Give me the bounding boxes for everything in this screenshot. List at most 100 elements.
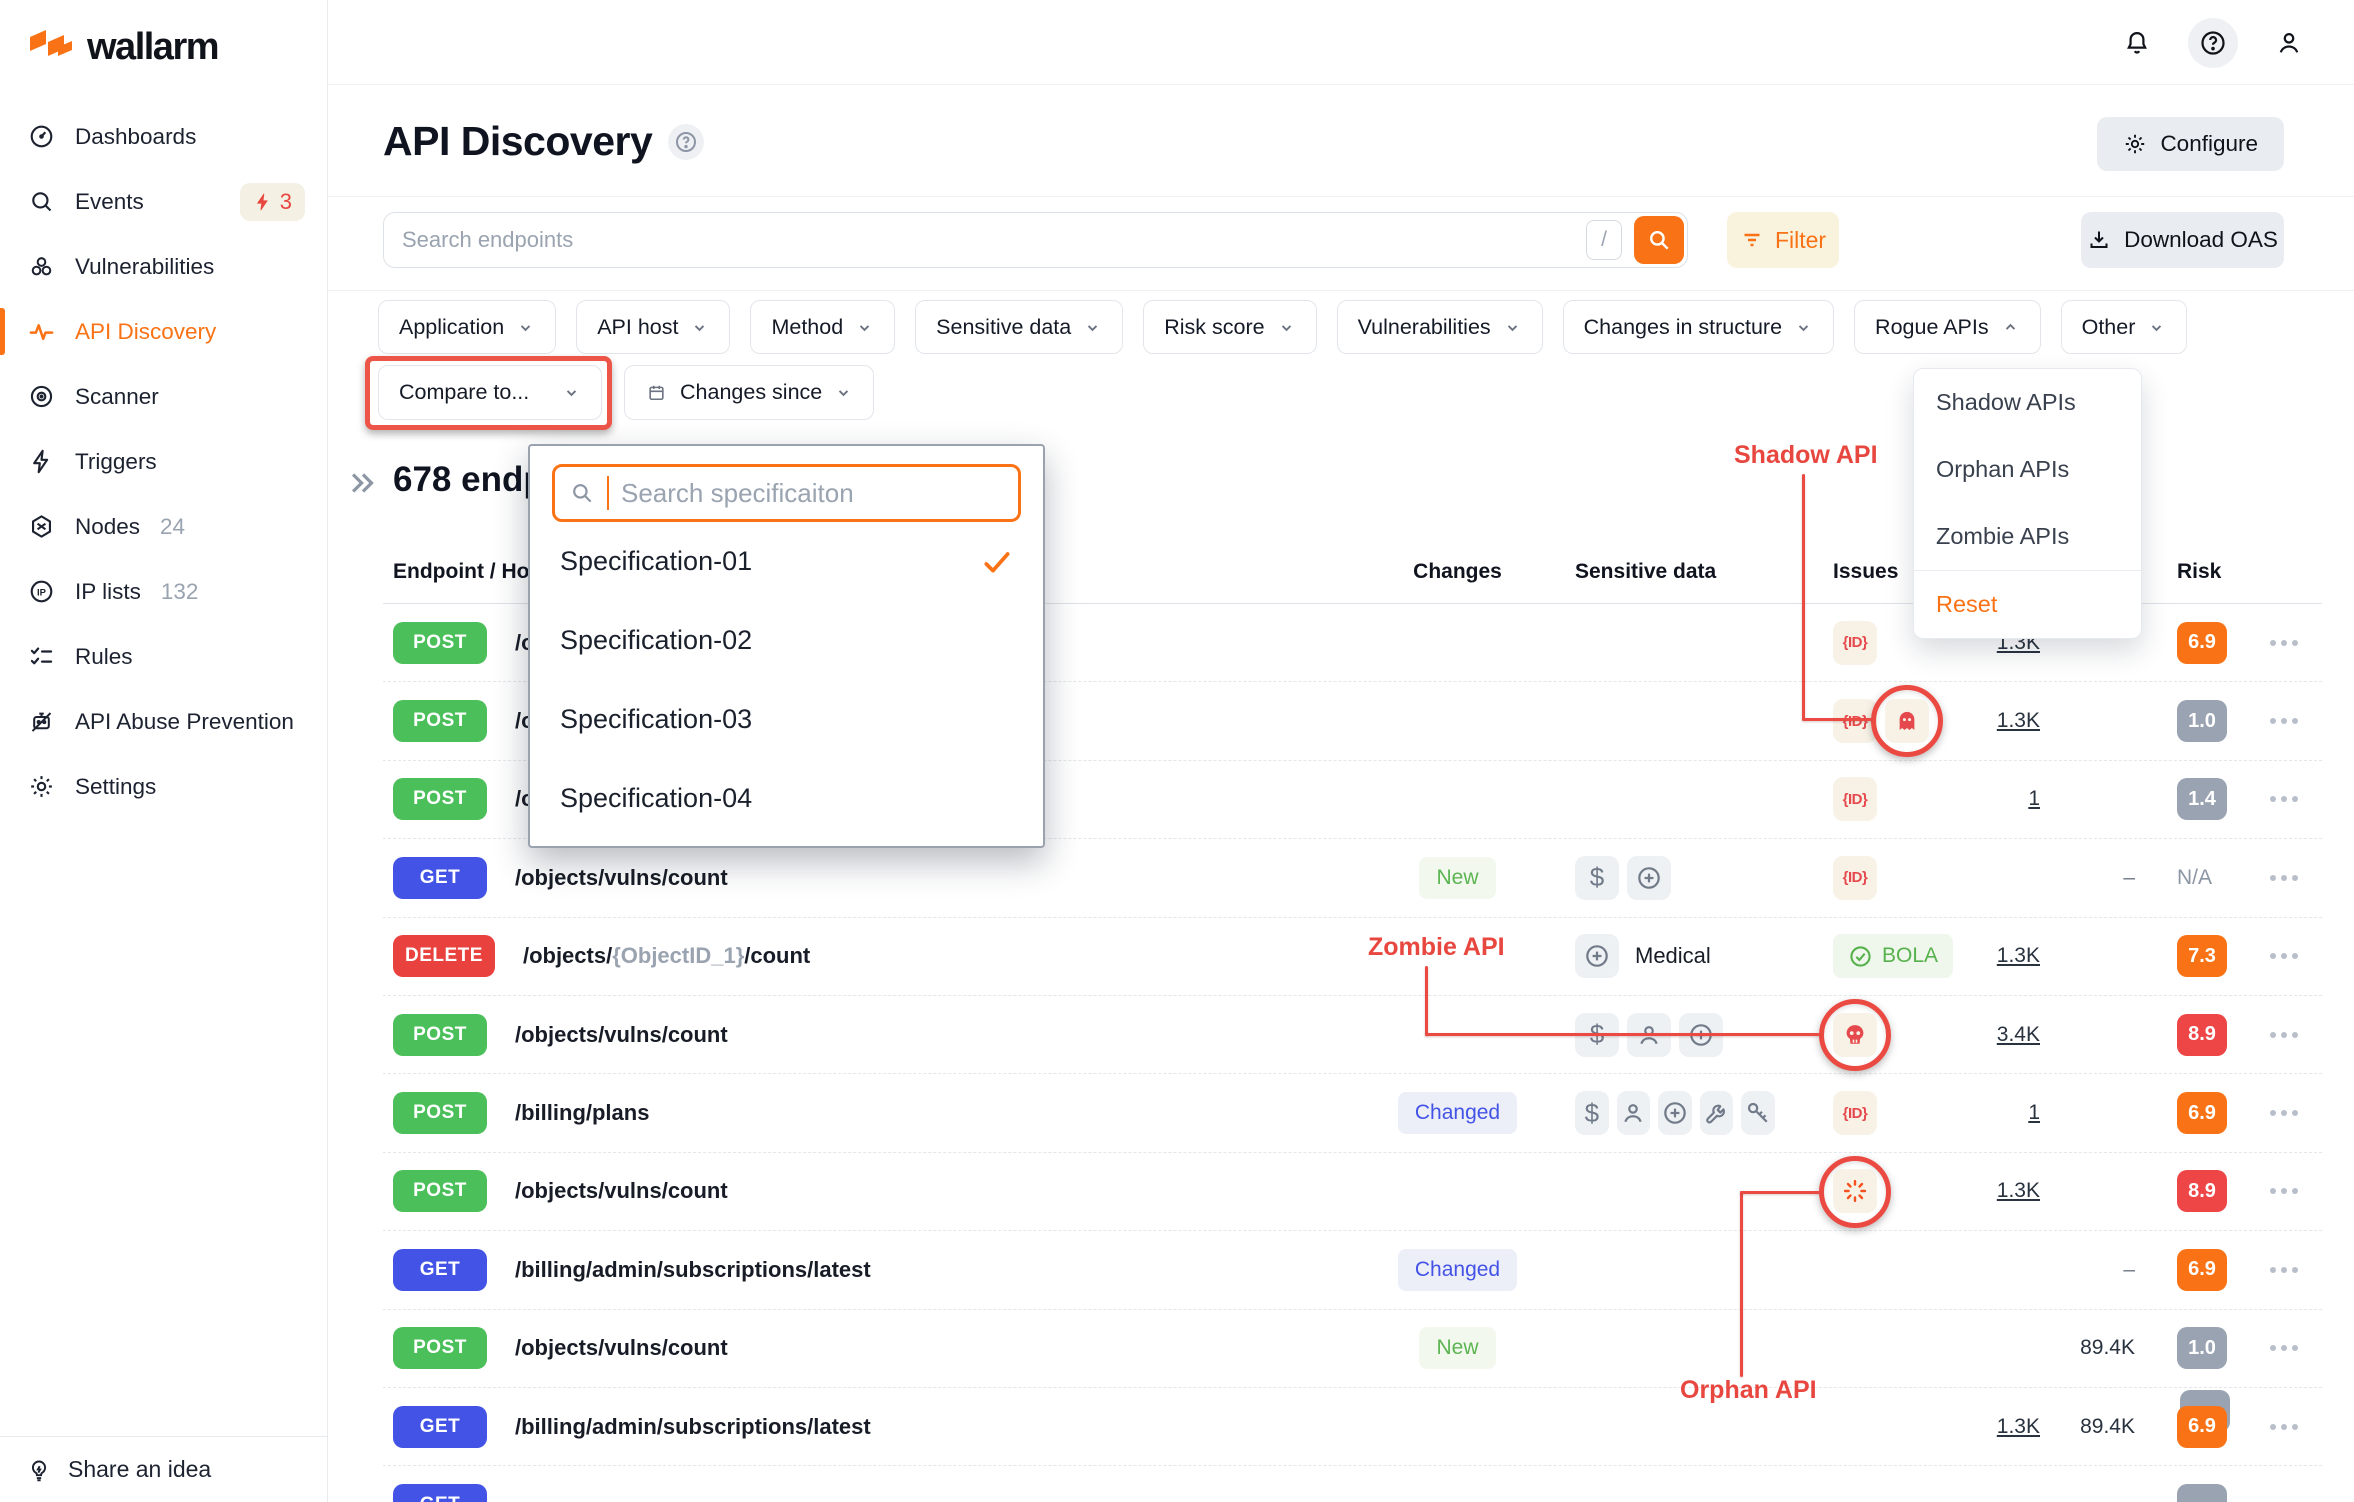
filter-chip-application[interactable]: Application — [378, 300, 557, 354]
changes-since-dropdown[interactable]: Changes since — [624, 365, 875, 420]
download-oas-button[interactable]: Download OAS — [2081, 212, 2284, 268]
share-an-idea-button[interactable]: Share an idea — [0, 1436, 327, 1502]
row-menu-icon[interactable] — [2269, 953, 2298, 960]
table-row[interactable]: POST/ob{ID}1.3K6.9 — [383, 604, 2322, 683]
rogue-menu-item-orphan-apis[interactable]: Orphan APIs — [1936, 456, 2070, 482]
row-menu-icon[interactable] — [2269, 1188, 2298, 1195]
wallarm-logo-icon — [28, 29, 74, 67]
no-value-dash: – — [2123, 1257, 2135, 1281]
filter-chip-vulnerabilities[interactable]: Vulnerabilities — [1336, 300, 1543, 354]
sidebar-item-scanner[interactable]: Scanner — [0, 364, 327, 429]
row-menu-icon[interactable] — [2269, 1266, 2298, 1273]
row-menu-icon[interactable] — [2269, 1031, 2298, 1038]
sidebar-item-api-abuse-prevention[interactable]: API Abuse Prevention — [0, 689, 327, 754]
specification-option[interactable]: Specification-04 — [552, 759, 1021, 838]
shadow-api-line — [1802, 718, 1872, 721]
rogue-menu-item-zombie-apis[interactable]: Zombie APIs — [1936, 523, 2070, 549]
endpoint-path[interactable]: /objects/{ObjectID_1}/count — [522, 943, 811, 969]
spec-search-placeholder: Search specificaiton — [621, 477, 854, 508]
risk-na: N/A — [2177, 865, 2213, 889]
endpoint-path[interactable]: /billing/plans — [515, 1100, 650, 1126]
search-endpoints-input[interactable]: Search endpoints / — [383, 212, 1688, 268]
endpoint-path[interactable]: /billing/admin/subscriptions/latest — [515, 1256, 871, 1282]
sidebar-item-settings[interactable]: Settings — [0, 754, 327, 819]
hits-link[interactable]: 1 — [2028, 1101, 2040, 1125]
endpoint-path[interactable]: /objects/vulns/count — [515, 1021, 728, 1047]
filter-chip-other[interactable]: Other — [2060, 300, 2188, 354]
bola-badge: BOLA — [1833, 934, 1954, 979]
filter-label: Filter — [1774, 226, 1827, 253]
nodes-icon — [28, 513, 55, 540]
filter-chip-label: Changes in structure — [1583, 314, 1783, 339]
main-area: API Discovery Configure Search endpoints… — [328, 0, 2354, 1502]
specification-option[interactable]: Specification-02 — [552, 601, 1021, 680]
endpoint-path[interactable]: /objects/vulns/count — [515, 1335, 728, 1361]
hits-link[interactable]: 3.4K — [1996, 1022, 2040, 1046]
compare-to-dropdown[interactable]: Compare to... — [378, 365, 602, 420]
row-menu-icon[interactable] — [2269, 1110, 2298, 1117]
rogue-menu-reset[interactable]: Reset — [1936, 591, 1998, 617]
sidebar-item-vulnerabilities[interactable]: Vulnerabilities — [0, 234, 327, 299]
search-specification-input[interactable]: Search specificaiton — [552, 464, 1021, 522]
search-button[interactable] — [1634, 216, 1684, 264]
filter-chip-rogue-apis[interactable]: Rogue APIs — [1854, 300, 2041, 354]
sidebar-item-dashboards[interactable]: Dashboards — [0, 104, 327, 169]
id-braces-icon: {ID} — [1833, 620, 1877, 665]
endpoint-path[interactable]: /objects/vulns/count — [515, 864, 728, 890]
hits-link[interactable]: 1 — [2028, 787, 2040, 811]
download-oas-label: Download OAS — [2124, 227, 2278, 252]
filter-chip-api-host[interactable]: API host — [576, 300, 731, 354]
filter-chip-method[interactable]: Method — [750, 300, 896, 354]
row-menu-icon[interactable] — [2269, 874, 2298, 881]
filter-chip-sensitive-data[interactable]: Sensitive data — [915, 300, 1124, 354]
filter-chip-changes-in-structure[interactable]: Changes in structure — [1562, 300, 1835, 354]
id-braces-icon: {ID} — [1833, 777, 1877, 822]
sidebar-item-rules[interactable]: Rules — [0, 624, 327, 689]
wallarm-logo[interactable]: wallarm — [28, 26, 220, 69]
collapse-panel-icon[interactable] — [346, 466, 380, 500]
user-icon[interactable] — [2264, 18, 2314, 68]
sidebar-item-api-discovery[interactable]: API Discovery — [0, 299, 327, 364]
endpoint-path[interactable]: /objects/vulns/count — [515, 1178, 728, 1204]
specification-option[interactable]: Specification-01 — [552, 522, 1021, 601]
filter-button[interactable]: Filter — [1727, 212, 1839, 268]
sidebar-item-label: Rules — [75, 643, 133, 669]
row-menu-icon[interactable] — [2269, 1423, 2298, 1430]
row-menu-icon[interactable] — [2269, 796, 2298, 803]
hits-link[interactable]: 1.3K — [1996, 1414, 2040, 1438]
sidebar-item-triggers[interactable]: Triggers — [0, 429, 327, 494]
row-menu-icon[interactable] — [2269, 718, 2298, 725]
configure-button[interactable]: Configure — [2097, 117, 2284, 171]
row-menu-icon[interactable] — [2269, 1345, 2298, 1352]
orphan-api-line — [1740, 1191, 1820, 1194]
notifications-bell-icon[interactable] — [2112, 18, 2162, 68]
dashboards-icon — [28, 123, 55, 150]
hits-link[interactable]: 1.3K — [1996, 944, 2040, 968]
changes-badge-changed: Changed — [1397, 1248, 1518, 1291]
title-help-icon[interactable] — [668, 123, 705, 160]
sensitive-data-label: Medical — [1635, 943, 1711, 969]
row-menu-icon[interactable] — [2269, 639, 2298, 646]
table-row[interactable]: POST/objects/vulns/count$3.4K8.9 — [383, 996, 2322, 1075]
chevron-down-icon — [1083, 318, 1102, 337]
endpoint-path[interactable]: /billing/admin/subscriptions/latest — [515, 1413, 871, 1439]
hits-link[interactable]: 1.3K — [1996, 709, 2040, 733]
filter-chip-risk-score[interactable]: Risk score — [1143, 300, 1317, 354]
table-row[interactable]: GET — [383, 1466, 2322, 1502]
changes-badge-new: New — [1419, 1327, 1496, 1370]
help-icon[interactable] — [2188, 18, 2238, 68]
hits-link[interactable]: 1.3K — [1996, 1179, 2040, 1203]
rogue-menu-item-shadow-apis[interactable]: Shadow APIs — [1936, 389, 2076, 415]
specification-option[interactable]: Specification-03 — [552, 680, 1021, 759]
